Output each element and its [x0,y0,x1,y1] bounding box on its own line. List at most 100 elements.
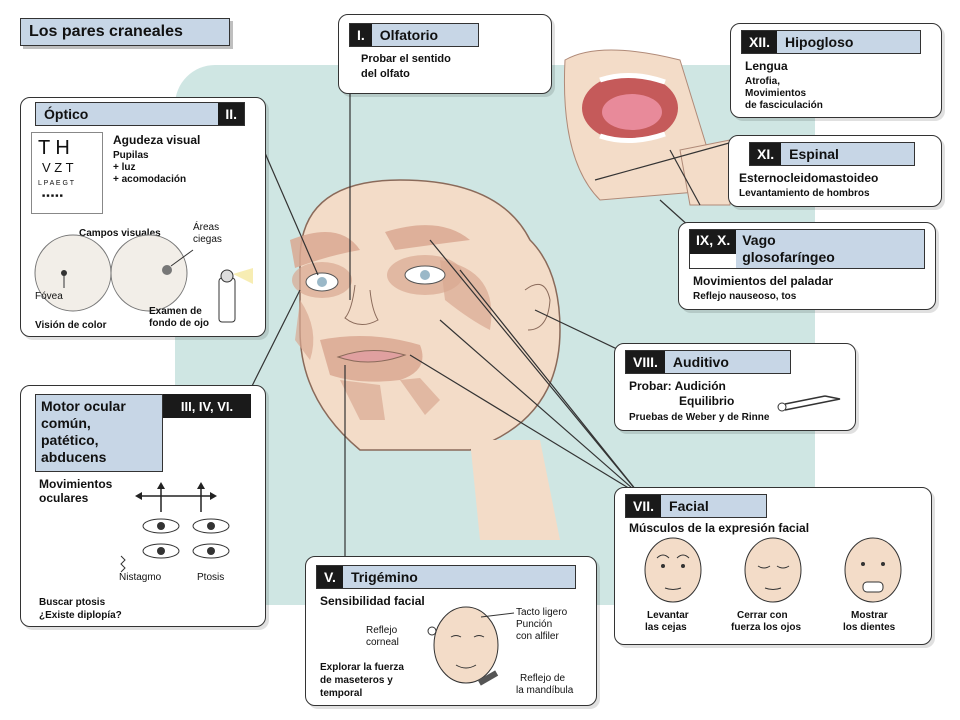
auditivo-number: VIII. [626,351,665,373]
hipogloso-box: XII. Hipogloso Lengua Atrofia, Movimient… [730,23,942,118]
face1-label-a: Levantar [647,610,689,621]
facial-sub: Músculos de la expresión facial [629,521,810,535]
vago-name-1: Vago [742,232,776,248]
examen-label-1: Examen de [149,306,202,317]
vago-number: IX, X. [690,230,737,254]
vago-header: IX, X. Vago glosofaríngeo [689,229,925,269]
facial-number: VII. [626,495,662,517]
espinal-name: Espinal [781,143,914,165]
face-raise-brows [644,537,702,603]
tacto-label-2: Punción [516,619,553,630]
espinal-number: XI. [750,143,782,165]
chart-row-3: L P A E G T [38,180,75,187]
auditivo-l2: Equilibrio [679,394,735,408]
mov-label-1: Movimientos [39,477,113,491]
areas-label-1: Áreas [193,222,220,233]
explorar-label-3: temporal [320,688,363,699]
face2-label-b: fuerza los ojos [731,622,802,633]
facial-name: Facial [661,495,766,517]
face1-label-b: las cejas [645,622,687,633]
motor-ocular-box: Motor ocular común, patético, abducens I… [20,385,266,627]
vago-l1: Movimientos del paladar [693,274,834,288]
pupilas-label: Pupilas [113,150,149,161]
trigemino-header: V. Trigémino [316,565,576,589]
luz-label: + luz [113,162,136,173]
espinal-l2: Levantamiento de hombros [739,188,870,199]
tuning-fork-icon [777,395,841,412]
neck-illustration [679,139,731,206]
face2-label-a: Cerrar con [737,610,788,621]
facial-expressions [644,537,902,603]
motor-number: III, IV, VI. [163,394,251,418]
mand-label-2: la mandíbula [516,685,574,696]
trigemino-box: V. Trigémino Sensibilidad facial Reflejo… [305,556,597,706]
mand-label-1: Reflejo de [520,673,566,684]
eye-movement-diagram [120,482,230,573]
acomodacion-label: + acomodación [113,174,187,185]
page-title: Los pares craneales [20,18,230,46]
olfatorio-header: I. Olfatorio [349,23,479,47]
examen-label-2: fondo de ojo [149,318,209,329]
olfatorio-number: I. [350,24,372,46]
open-mouth-illustration [563,49,721,201]
olfatorio-line2: del olfato [361,68,410,80]
espinal-l1: Esternocleidomastoideo [739,171,879,185]
diplopia-label: ¿Existe diplopía? [39,610,122,621]
ptosis-label: Ptosis [197,572,225,583]
olfatorio-line1: Probar el sentido [361,53,451,65]
chart-row-4: ■ ■ ■ ■ ■ [42,193,63,199]
sens-label: Sensibilidad facial [320,594,425,608]
snellen-chart: T H V Z T L P A E G T ■ ■ ■ ■ ■ [31,132,103,214]
face3-label-b: los dientes [843,622,896,633]
tacto-label-3: con alfiler [516,631,559,642]
vago-box: IX, X. Vago glosofaríngeo Movimientos de… [678,222,936,310]
espinal-box: XI. Espinal Esternocleidomastoideo Levan… [728,135,942,207]
face-show-teeth [844,537,902,603]
vago-l2: Reflejo nauseoso, tos [693,291,797,302]
buscar-label: Buscar ptosis [39,597,106,608]
face-close-eyes [744,537,802,603]
hipogloso-l3: Movimientos [745,88,807,99]
optico-name: Óptico [36,103,219,125]
mov-label-2: oculares [39,491,89,505]
explorar-label-2: de maseteros y [320,675,393,686]
auditivo-l1: Probar: Audición [629,379,726,393]
eyes-row-1 [142,518,230,534]
olfatorio-box: I. Olfatorio Probar el sentido del olfat… [338,14,552,94]
areas-label-2: ciegas [193,234,222,245]
eyes-row-2 [142,543,230,559]
vago-name-2: glosofaríngeo [742,249,835,265]
hipogloso-l1: Lengua [745,59,788,73]
auditivo-header: VIII. Auditivo [625,350,791,374]
chart-row-2: V Z T [42,160,74,175]
reflejo-label-1: Reflejo [366,625,398,636]
campos-label: Campos visuales [79,228,161,239]
espinal-header: XI. Espinal [749,142,915,166]
facial-header: VII. Facial [625,494,767,518]
hipogloso-l4: de fasciculación [745,100,823,111]
motor-header: Motor ocular común, patético, abducens I… [35,394,251,472]
hipogloso-l2: Atrofia, [745,76,780,87]
vision-color-label: Visión de color [35,320,107,331]
hipogloso-header: XII. Hipogloso [741,30,921,54]
motor-name-2: común, [41,415,91,431]
tacto-label-1: Tacto ligero [516,607,568,618]
head-illustration [290,179,561,540]
motor-name-4: abducens [41,449,107,465]
agudeza-label: Agudeza visual [113,133,201,147]
optico-header: Óptico II. [35,102,245,126]
optico-number: II. [218,103,244,125]
trigemino-number: V. [317,566,343,588]
auditivo-box: VIII. Auditivo Probar: Audición Equilibr… [614,343,856,431]
chart-row-1: T H [38,137,70,159]
motor-name-1: Motor ocular [41,398,126,414]
facial-box: VII. Facial Músculos de la expresión fac… [614,487,932,645]
nistagmo-label: Nistagmo [119,572,162,583]
trigemino-face [427,606,515,686]
motor-name-3: patético, [41,432,99,448]
trigemino-name: Trigémino [342,566,575,588]
hipogloso-name: Hipogloso [777,31,920,53]
auditivo-l3: Pruebas de Weber y de Rinne [629,412,770,423]
